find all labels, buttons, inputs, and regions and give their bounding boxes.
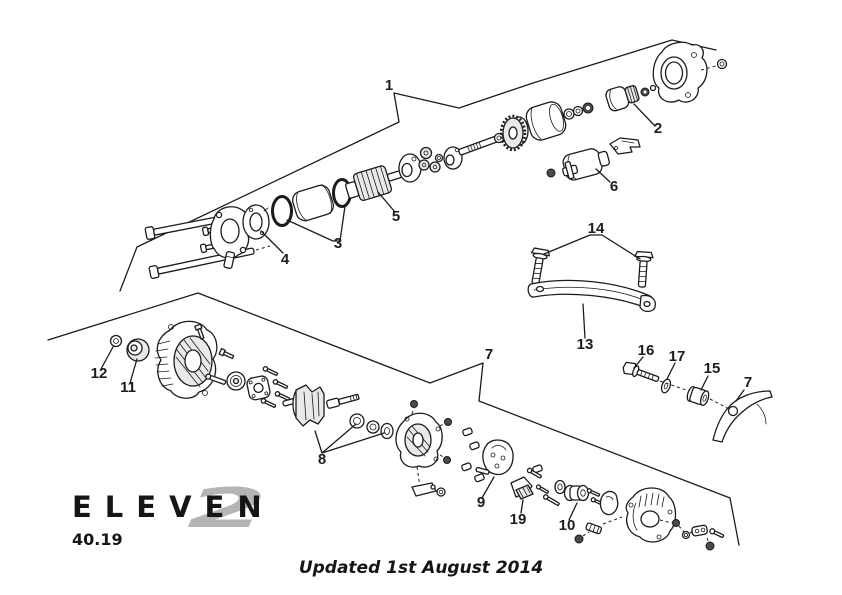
center-bracket xyxy=(525,101,567,141)
callout-13: 13 xyxy=(577,336,594,353)
planet-gear-set xyxy=(398,146,444,183)
voltage-regulator xyxy=(563,484,605,506)
engagement-fork xyxy=(609,137,641,155)
mounting-bracket xyxy=(712,390,773,443)
callouts: 1 2 3 4 5 6 7 7 8 9 10 11 12 13 14 15 16… xyxy=(91,77,753,534)
solenoid-plunger xyxy=(562,160,579,180)
clutch-ring-gear xyxy=(499,114,529,152)
brand-logo: 2 ELEVEN 40.19 xyxy=(72,477,275,549)
callout-4: 4 xyxy=(281,251,290,268)
commutator-end-housing xyxy=(209,206,250,259)
output-shaft xyxy=(443,132,505,170)
grommet xyxy=(554,479,566,495)
solenoid-nut xyxy=(546,168,556,178)
bearing-retainer xyxy=(246,375,271,401)
rear-cover xyxy=(625,487,677,543)
front-housing-stator xyxy=(154,320,235,399)
shim-washers xyxy=(563,102,594,120)
page-number: 40.19 xyxy=(72,530,123,549)
callout-14: 14 xyxy=(588,220,605,237)
callout-1: 1 xyxy=(385,77,393,94)
logo-text: ELEVEN xyxy=(72,490,275,524)
callout-12: 12 xyxy=(91,365,108,382)
rotor xyxy=(282,384,360,427)
rear-housing xyxy=(395,400,452,497)
motor-yoke xyxy=(292,184,334,222)
callout-19: 19 xyxy=(510,511,527,528)
callout-2: 2 xyxy=(654,120,662,137)
callout-6: 6 xyxy=(610,178,618,195)
leader-lines xyxy=(100,103,745,521)
alternator-group xyxy=(47,292,773,551)
pulley xyxy=(126,338,150,362)
support-bracket-group xyxy=(527,247,656,313)
support-bracket xyxy=(527,279,656,313)
callout-16: 16 xyxy=(638,342,655,359)
callout-10: 10 xyxy=(559,517,576,534)
pivot-washer xyxy=(660,378,672,394)
holder-screws xyxy=(526,467,560,506)
callout-7-bracket: 7 xyxy=(744,374,752,391)
bracket-nut xyxy=(700,58,728,71)
logo-series-badge: 2 xyxy=(187,477,267,540)
rectifier xyxy=(475,439,514,476)
diode-terminals xyxy=(461,427,543,483)
callout-15: 15 xyxy=(704,360,721,377)
spacer-washer xyxy=(366,420,380,434)
bracket-bolt-right xyxy=(634,250,654,288)
callout-7-alternator: 7 xyxy=(485,346,493,363)
solenoid xyxy=(546,148,610,181)
drain-plug xyxy=(223,251,236,269)
terminal-stud xyxy=(574,516,623,544)
starter-motor-group xyxy=(119,39,728,292)
brush-holder xyxy=(510,476,534,500)
pulley-nut xyxy=(109,334,123,348)
spacer-bush xyxy=(686,385,710,407)
retainer-screws xyxy=(260,366,291,408)
armature xyxy=(344,165,403,202)
callout-3: 3 xyxy=(334,235,342,252)
alternator-frame-line xyxy=(47,292,740,546)
callout-17: 17 xyxy=(669,348,686,365)
callout-9: 9 xyxy=(477,494,485,511)
terminal-boot xyxy=(599,490,619,516)
brush-plate xyxy=(242,204,270,240)
drive-end-bracket xyxy=(652,41,708,103)
pivot-bolt xyxy=(622,361,660,382)
cover-fasteners xyxy=(659,519,725,551)
callout-5: 5 xyxy=(392,208,400,225)
footer-note: Updated 1st August 2014 xyxy=(299,558,543,578)
seal-washer xyxy=(380,422,394,440)
callout-8: 8 xyxy=(318,451,326,468)
front-bearing xyxy=(226,371,246,391)
drive-pinion xyxy=(605,84,657,112)
callout-11: 11 xyxy=(120,379,136,396)
rear-bearing xyxy=(349,413,365,429)
